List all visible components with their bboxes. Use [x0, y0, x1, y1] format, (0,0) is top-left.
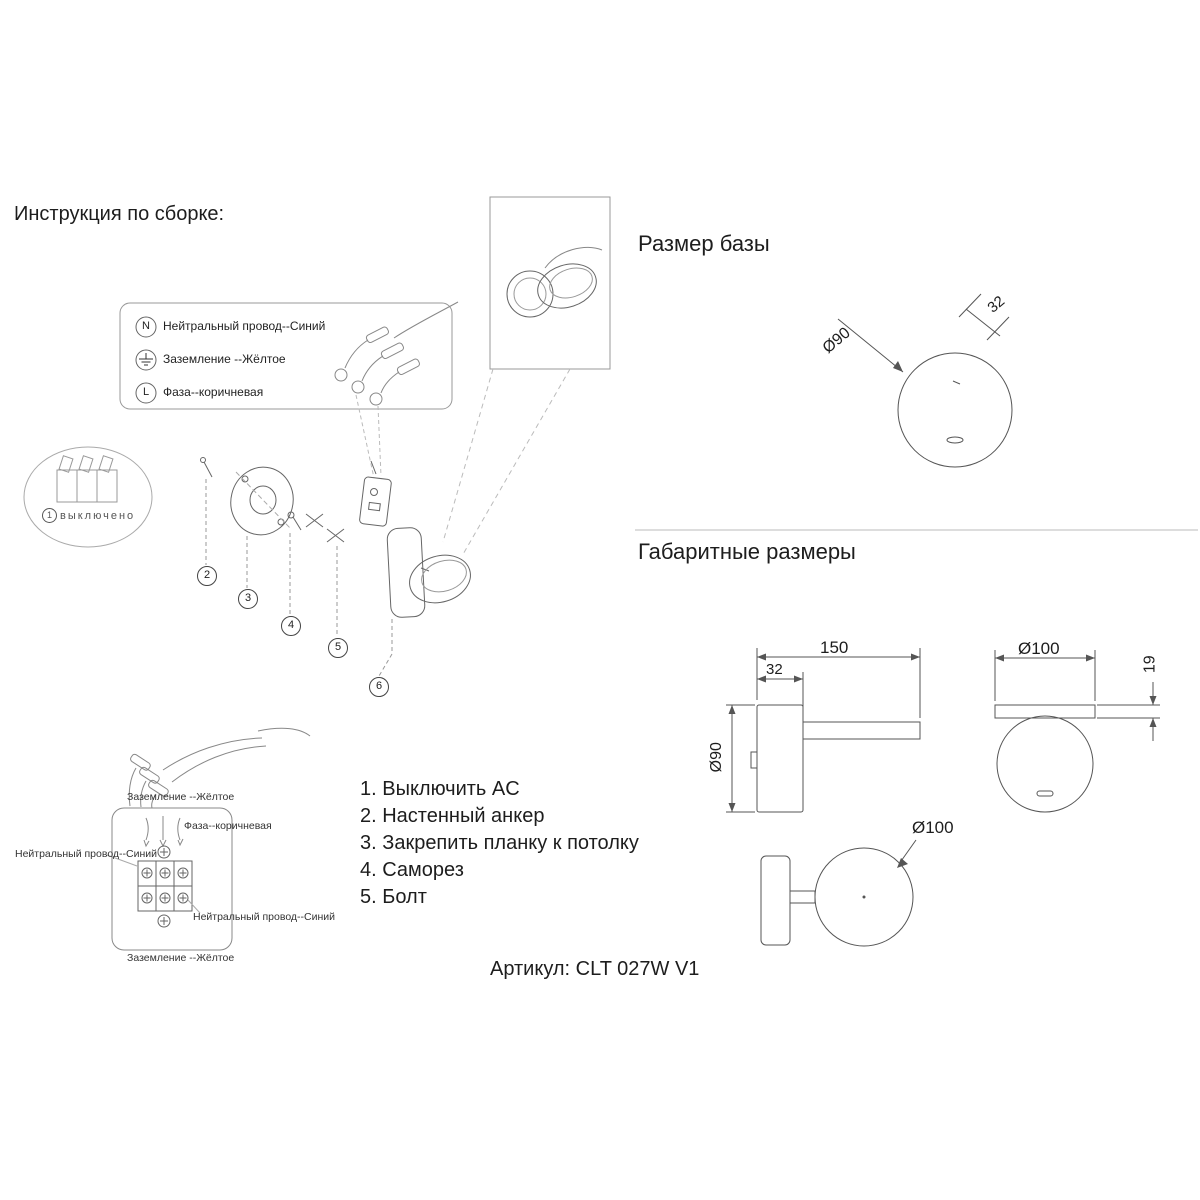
- wiring-ground-top-label: Заземление --Жёлтое: [127, 791, 235, 803]
- step-3: 3. Закрепить планку к потолку: [360, 832, 639, 854]
- assembly-steps: 1. Выключить AC 2. Настенный анкер 3. За…: [360, 776, 639, 911]
- overall-size-title: Габаритные размеры: [638, 539, 856, 564]
- phase-wire-symbol: L: [142, 386, 150, 398]
- article-number: Артикул: CLT 027W V1: [490, 958, 700, 980]
- neutral-wire-symbol: N: [142, 320, 150, 332]
- breaker-off-text: выключено: [60, 510, 136, 522]
- bottom-diameter-dim: Ø100: [912, 818, 954, 837]
- base-size-title: Размер базы: [638, 231, 770, 256]
- neutral-wire-label: Нейтральный провод--Синий: [163, 319, 326, 333]
- wiring-neutral-right-label: Нейтральный провод--Синий: [193, 911, 336, 923]
- callout-4: 4: [281, 616, 301, 636]
- callout-3: 3: [238, 589, 258, 609]
- breaker-step-number: 1: [42, 508, 57, 523]
- step-2: 2. Настенный анкер: [360, 805, 545, 827]
- wiring-phase-label: Фаза--коричневая: [184, 820, 272, 832]
- side-length-dim: 150: [820, 638, 849, 657]
- step-1: 1. Выключить AC: [360, 778, 520, 800]
- side-diameter-dim: Ø90: [707, 742, 725, 773]
- wiring-ground-bottom-label: Заземление --Жёлтое: [127, 952, 235, 964]
- front-thickness-dim: 19: [1141, 655, 1159, 674]
- page-title: Инструкция по сборке:: [14, 203, 225, 225]
- side-depth-dim: 32: [766, 661, 783, 678]
- callout-6: 6: [369, 677, 389, 697]
- front-diameter-dim: Ø100: [1018, 639, 1060, 658]
- callout-5: 5: [328, 638, 348, 658]
- ground-wire-label: Заземление --Жёлтое: [163, 352, 286, 366]
- callout-2: 2: [197, 566, 217, 586]
- phase-wire-label: Фаза--коричневая: [163, 385, 264, 399]
- step-4: 4. Саморез: [360, 859, 464, 881]
- step-5: 5. Болт: [360, 886, 427, 908]
- wiring-neutral-left-label: Нейтральный провод--Синий: [15, 848, 158, 860]
